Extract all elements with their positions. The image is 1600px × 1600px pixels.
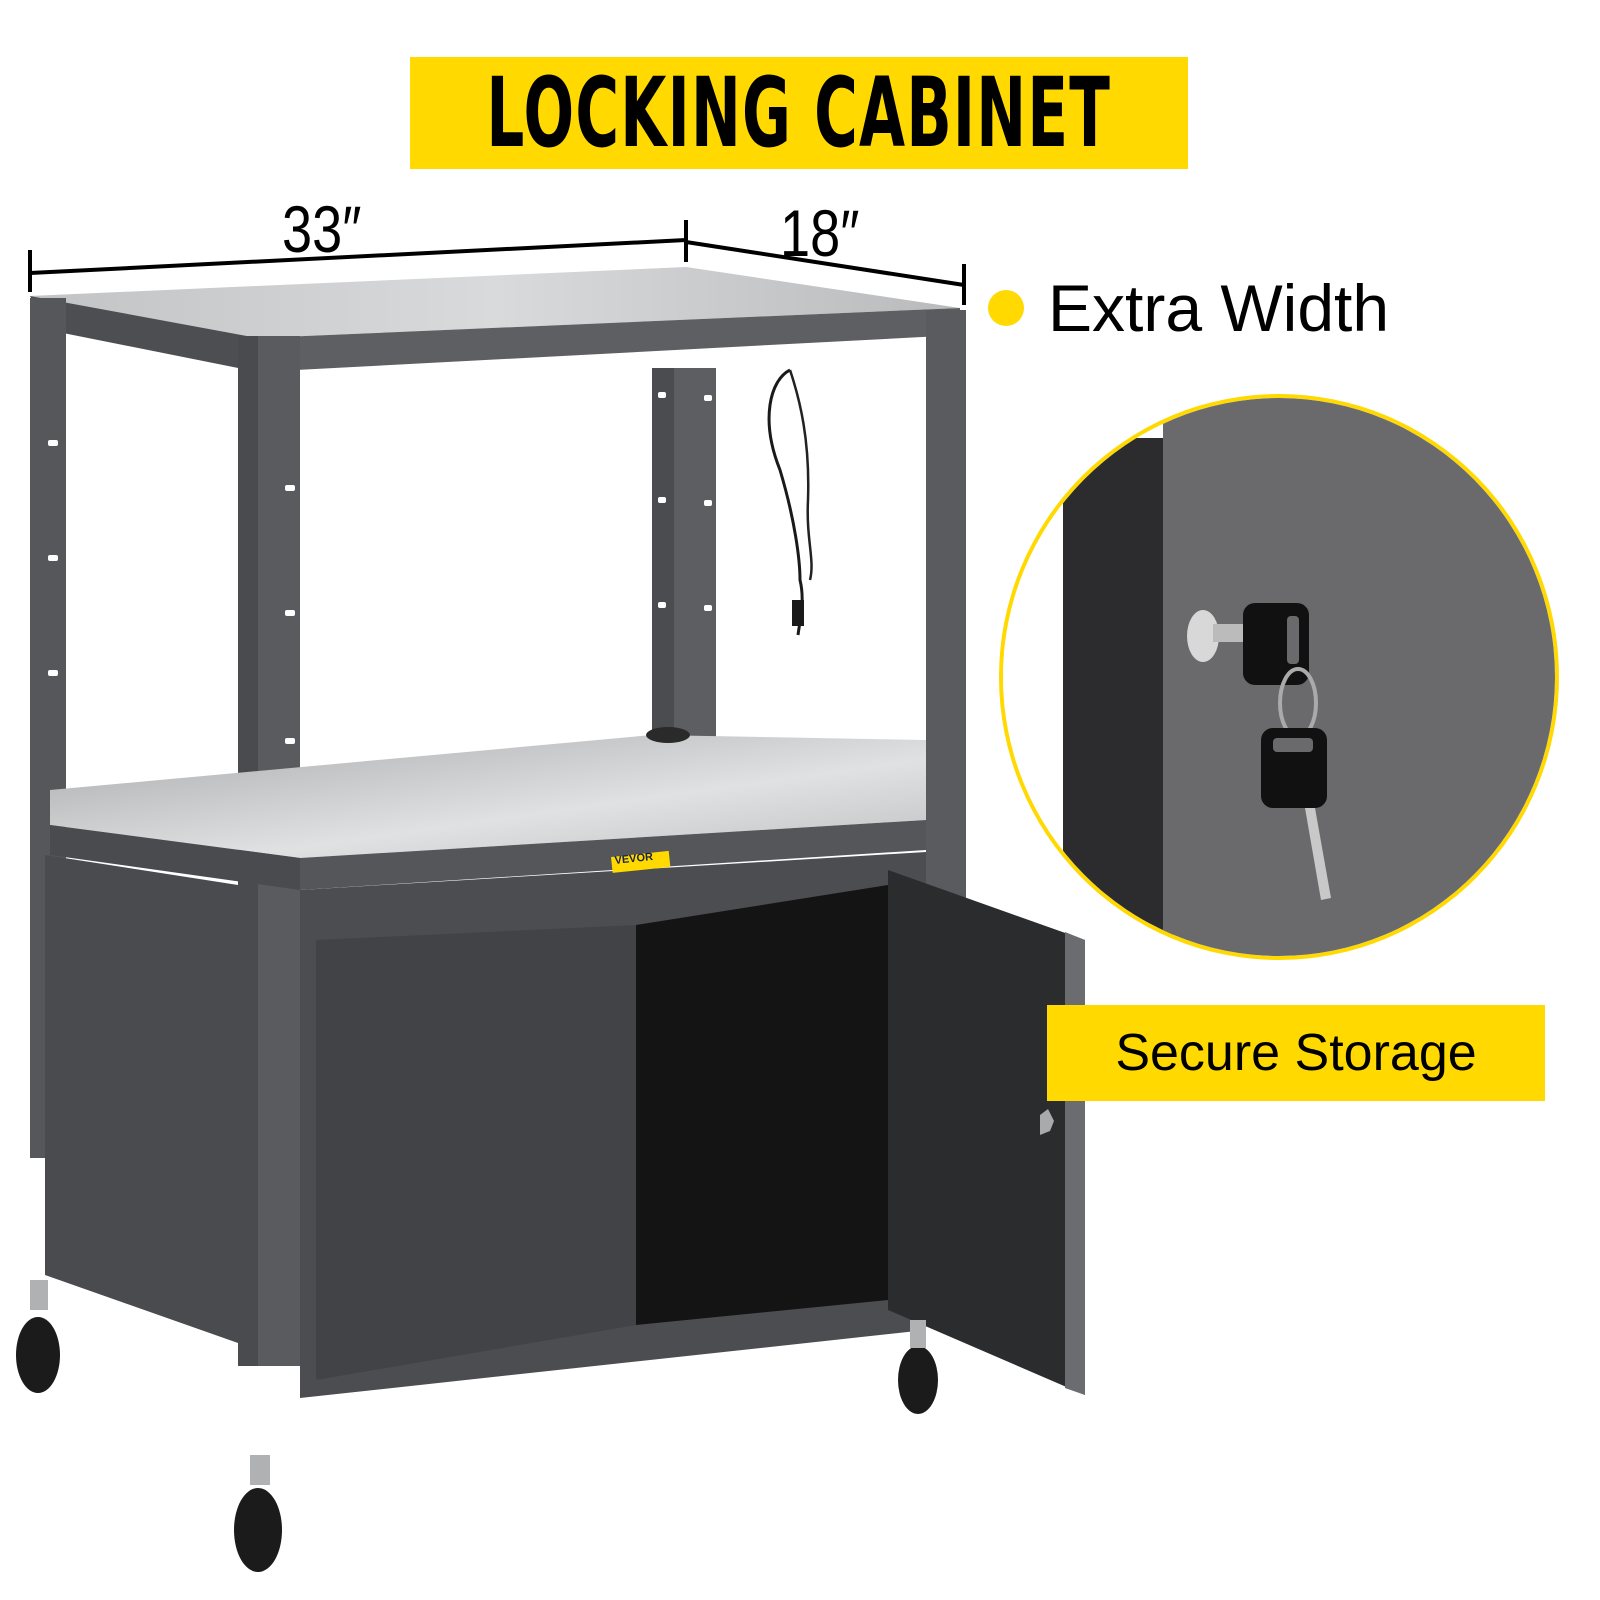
left-cabinet-door[interactable]	[316, 925, 636, 1380]
page-title: LOCKING CABINET	[486, 57, 1112, 169]
lock-cylinder-icon	[1187, 610, 1219, 662]
key-icon	[1243, 603, 1309, 685]
bullet-dot-icon	[988, 290, 1024, 326]
cabinet-side-panel	[45, 855, 238, 1343]
power-cord	[767, 368, 804, 636]
top-shelf	[30, 267, 960, 338]
middle-shelf	[50, 735, 926, 858]
right-cabinet-door[interactable]	[888, 870, 1085, 1395]
title-banner: LOCKING CABINET	[410, 57, 1188, 169]
depth-dimension-label: 18″	[780, 196, 860, 270]
dimension-lines	[28, 220, 966, 305]
cabinet-interior	[636, 885, 888, 1325]
caster-wheels	[16, 1317, 938, 1572]
secure-storage-label: Secure Storage	[1115, 1024, 1477, 1082]
width-dimension-label: 33″	[282, 192, 362, 266]
cable-grommet	[646, 727, 690, 743]
secure-storage-banner: Secure Storage	[1047, 1005, 1545, 1101]
plug-icon	[792, 600, 804, 626]
door-latch-icon	[1040, 1109, 1054, 1135]
lock-detail-inset	[999, 394, 1559, 960]
lock-closeup	[1003, 398, 1555, 956]
feature-extra-width: Extra Width	[988, 275, 1389, 341]
vevor-badge	[611, 850, 671, 873]
feature-label: Extra Width	[1048, 271, 1390, 345]
